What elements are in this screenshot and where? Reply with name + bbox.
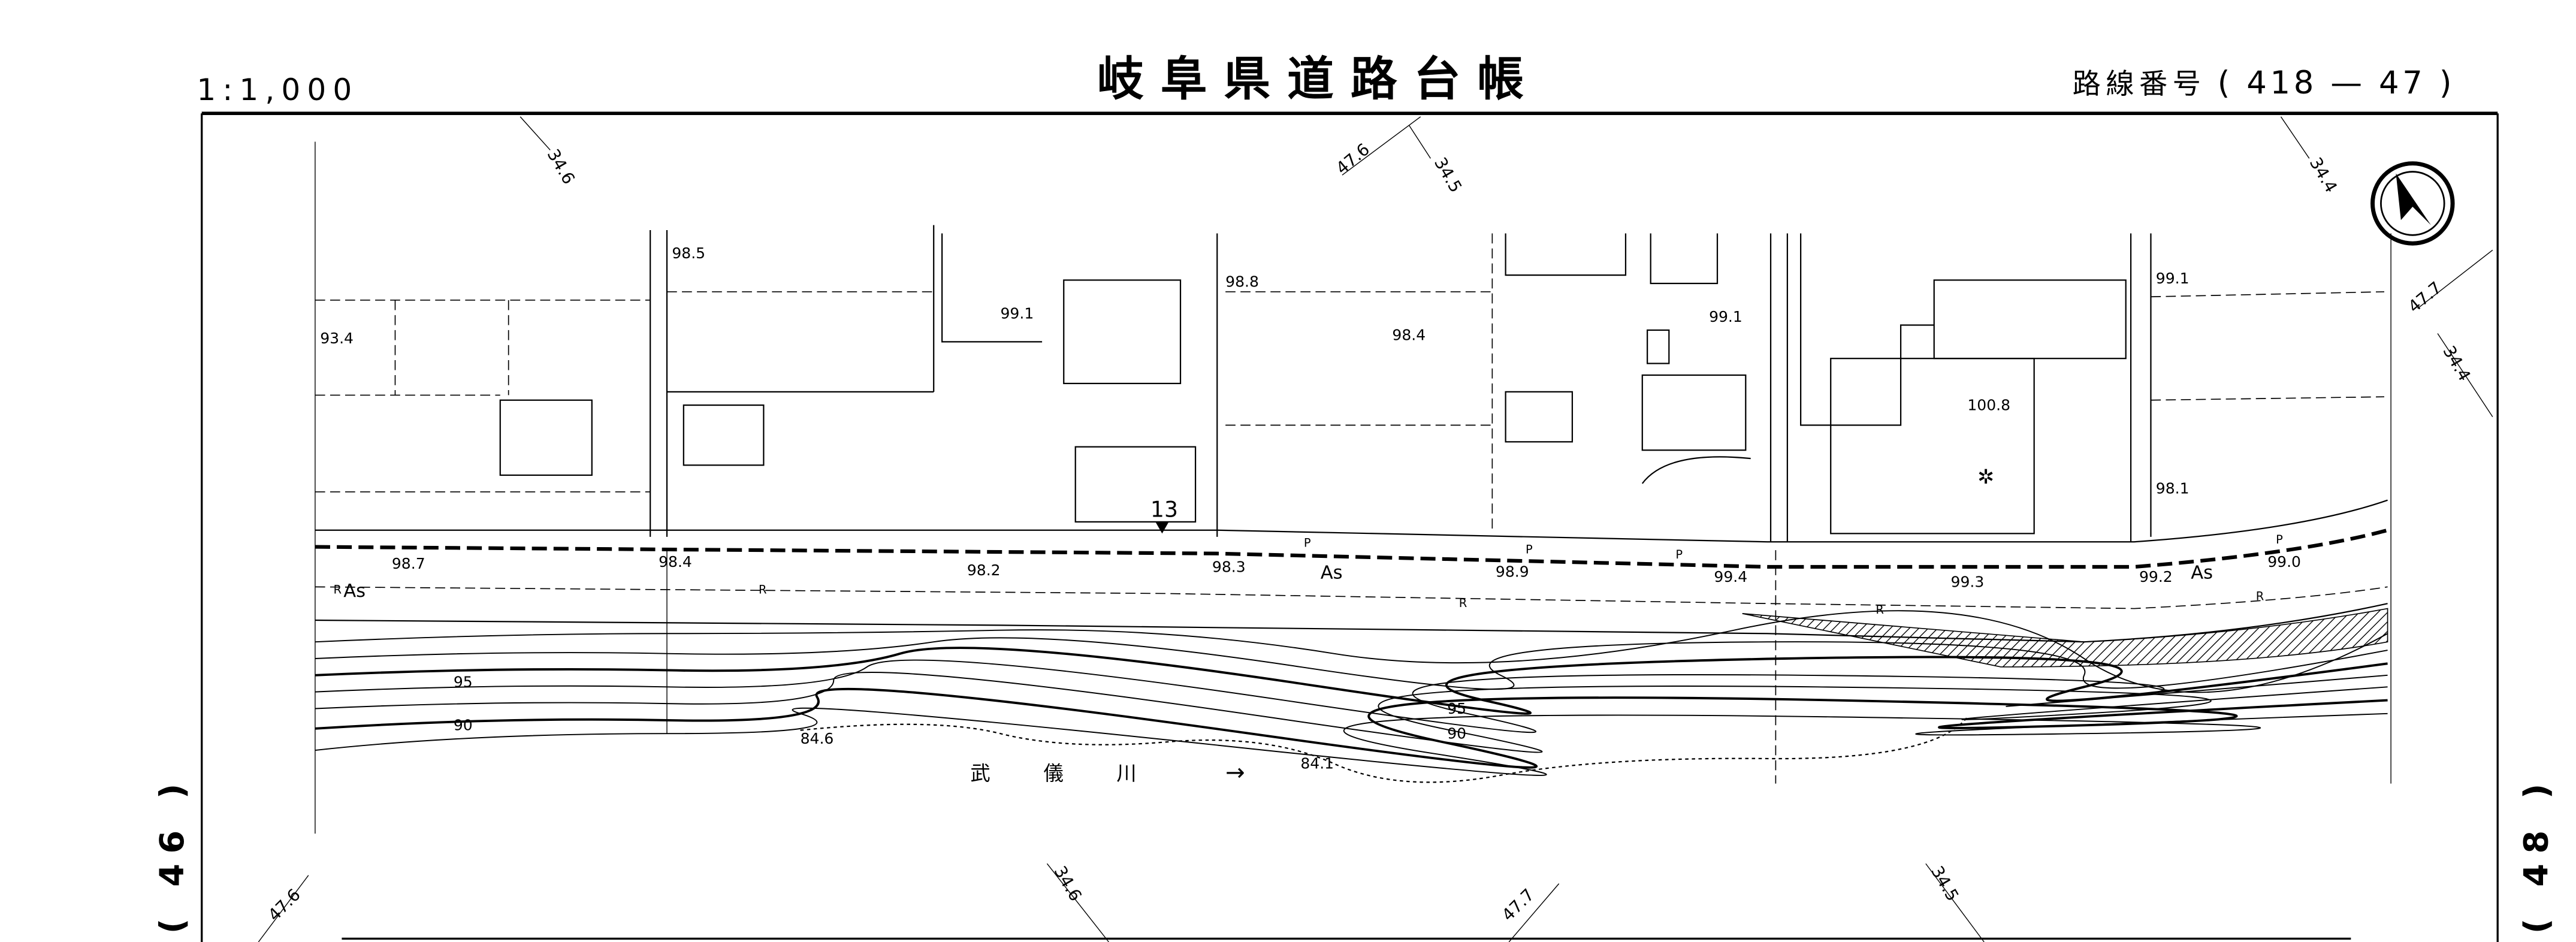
spot-height: 100.8 [1967,396,2010,413]
road-mark: P [2276,533,2283,547]
landmark-symbol-icon: ✲ [1977,465,1994,488]
spot-height: 99.2 [2139,568,2173,585]
parcel-lines [315,225,2385,784]
grid-label: 47.7 [2404,277,2445,316]
contour-label: 95 [454,673,473,690]
grid-label: 47.7 [1498,884,1538,925]
road-mark: P [1526,543,1533,557]
grid-label: 34.6 [543,146,579,188]
spot-height: 98.7 [392,555,425,572]
grid-label: 34.4 [2306,154,2342,196]
road-mark: R [1876,603,1884,617]
spot-height: 99.4 [1714,568,1747,585]
spot-height: 98.5 [672,244,705,262]
contour-label: 95 [1447,700,1466,717]
sheet-ref-left: ( 46 ) [153,774,192,934]
grid-label: 47.6 [1332,139,1373,178]
spot-height: 99.1 [1709,308,1743,325]
grid-label: 34.5 [1927,862,1963,904]
spot-height: 98.3 [1212,558,1246,575]
route-number: ( 418 — 47 ) [2218,65,2455,101]
river-name: 武 儀 川 [970,762,1159,785]
grid-label: 34.6 [1050,862,1086,904]
road-mark: R [334,582,342,596]
spot-height: 84.1 [1300,755,1334,772]
station-marker-icon [1155,521,1169,534]
route-label: 路線番号 [2073,68,2206,101]
spot-height: 98.4 [1392,327,1426,344]
embankment-hatch [1742,608,2388,668]
road-mark: R [1459,596,1467,610]
contour-label: 90 [1447,725,1466,742]
road-surface-label: As [343,581,366,602]
road-surface-label: As [2191,562,2213,583]
spot-height: 99.1 [2156,270,2190,287]
contour-lines [315,610,2388,783]
grid-label: 34.5 [1430,154,1466,196]
spot-height: 98.9 [1496,563,1529,581]
road-surface-label: As [1321,562,1343,583]
road-mark: R [759,582,767,596]
north-arrow-icon [2370,161,2455,246]
spot-height: 98.8 [1225,273,1259,291]
spot-height: 99.0 [2267,553,2301,570]
spot-height: 99.1 [1001,304,1034,322]
road-mark: R [2256,590,2264,603]
road-mark: P [1675,548,1683,561]
spot-height: 98.4 [659,553,692,570]
road-mark: P [1304,536,1311,550]
spot-height: 84.6 [801,730,834,747]
spot-height: 98.2 [967,561,1001,579]
flow-arrow-icon: → [1225,759,1245,786]
spot-height: 99.3 [1951,573,1985,590]
station-number: 13 [1150,497,1178,523]
contour-label: 90 [454,717,473,734]
spot-height: 98.1 [2156,480,2190,497]
grid-label: 34.4 [2439,342,2475,384]
road [315,499,2388,643]
scale-label: 1:1,000 [197,73,358,107]
grid-lines [258,116,2493,942]
sheet-ref-right: ( 48 ) [2517,774,2556,934]
spot-height: 93.4 [320,330,354,347]
grid-label: 47.6 [264,884,304,925]
page-title: 岐阜県道路台帳 [1097,53,1541,107]
